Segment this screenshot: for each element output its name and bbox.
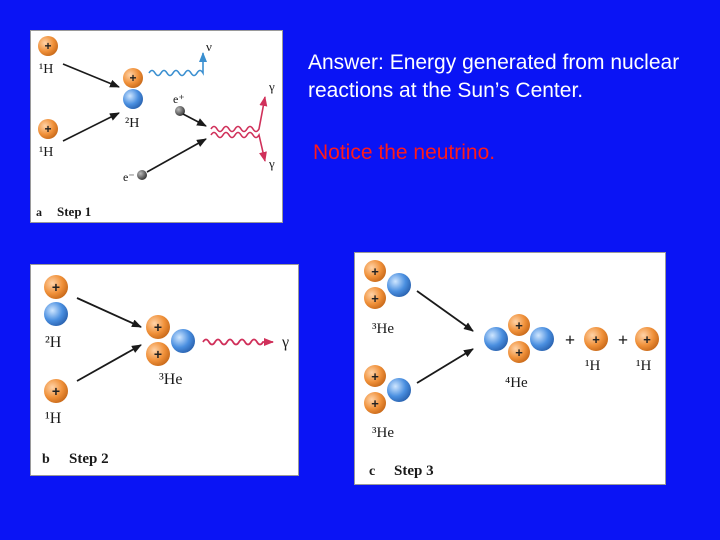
step2-diagram: + ²H + ¹H + + ³He γ b Step 2 bbox=[42, 275, 289, 467]
reaction-arrow bbox=[182, 113, 207, 127]
proton: + bbox=[44, 379, 68, 403]
neutrino-wave bbox=[148, 52, 207, 77]
step1-diagram: + ¹H + ¹H + ²H ν e⁺ e⁻ bbox=[36, 36, 275, 219]
deuterium-nucleus: + bbox=[123, 68, 143, 109]
positron bbox=[175, 106, 185, 116]
reaction-arrow bbox=[76, 344, 142, 382]
plus-sign: + bbox=[618, 330, 628, 350]
notice-text: Notice the neutrino. bbox=[313, 141, 496, 164]
helium-4-label: ⁴He bbox=[505, 375, 528, 391]
svg-text:+: + bbox=[515, 318, 523, 333]
hydrogen-1-label: ¹H bbox=[45, 410, 62, 427]
deuterium-label: ²H bbox=[45, 334, 62, 351]
gamma-ray-wave bbox=[202, 338, 274, 346]
caption-title: Step 3 bbox=[394, 463, 434, 479]
caption-title: Step 2 bbox=[69, 451, 109, 467]
svg-text:+: + bbox=[371, 369, 379, 384]
gamma-symbol: γ bbox=[281, 334, 289, 351]
helium-3-label: ³He bbox=[372, 321, 394, 337]
proton: + bbox=[38, 119, 58, 139]
svg-text:+: + bbox=[592, 332, 600, 347]
proton: + bbox=[584, 327, 608, 351]
answer-text: Answer: Energy generated from nuclear re… bbox=[308, 51, 680, 102]
svg-text:+: + bbox=[371, 396, 379, 411]
step3-diagram-panel: + + ³He + + ³He + + ⁴He + + bbox=[354, 252, 666, 485]
svg-text:+: + bbox=[129, 71, 136, 85]
caption-title: Step 1 bbox=[57, 204, 91, 219]
helium-3-label: ³He bbox=[372, 425, 394, 441]
svg-text:+: + bbox=[371, 264, 379, 279]
electron bbox=[137, 170, 147, 180]
helium-3-nucleus: + + bbox=[364, 365, 411, 414]
hydrogen-1-label: ¹H bbox=[636, 358, 651, 374]
reaction-arrow bbox=[416, 348, 474, 384]
reaction-arrow bbox=[62, 112, 120, 142]
hydrogen-1-label: ¹H bbox=[39, 145, 53, 160]
reaction-arrow bbox=[62, 63, 120, 88]
caption-letter: b bbox=[42, 452, 50, 467]
gamma-ray-wave bbox=[210, 96, 268, 133]
deuterium-label: ²H bbox=[125, 116, 139, 131]
plus-sign: + bbox=[565, 330, 575, 350]
reaction-arrow bbox=[416, 290, 474, 332]
proton: + bbox=[38, 36, 58, 56]
electron-label: e⁻ bbox=[123, 170, 135, 184]
reaction-arrow bbox=[76, 297, 142, 328]
svg-text:+: + bbox=[515, 345, 523, 360]
svg-text:+: + bbox=[643, 332, 651, 347]
gamma-symbol: γ bbox=[268, 79, 275, 94]
hydrogen-1-label: ¹H bbox=[585, 358, 600, 374]
caption-letter: a bbox=[36, 205, 42, 219]
svg-text:+: + bbox=[154, 346, 162, 362]
deuterium-nucleus: + bbox=[44, 275, 68, 326]
step3-diagram: + + ³He + + ³He + + ⁴He + + bbox=[364, 260, 659, 479]
helium-3-nucleus: + + bbox=[364, 260, 411, 309]
helium-3-nucleus: + + bbox=[146, 315, 195, 366]
proton: + bbox=[635, 327, 659, 351]
svg-text:+: + bbox=[52, 279, 60, 295]
helium-4-nucleus: + + bbox=[484, 314, 554, 363]
gamma-ray-wave bbox=[210, 131, 267, 162]
positron-label: e⁺ bbox=[173, 92, 185, 106]
svg-text:+: + bbox=[44, 39, 51, 53]
reaction-arrow bbox=[146, 138, 207, 173]
step2-diagram-panel: + ²H + ¹H + + ³He γ b Step 2 bbox=[30, 264, 299, 476]
svg-text:+: + bbox=[371, 291, 379, 306]
caption-letter: c bbox=[369, 464, 375, 479]
helium-3-label: ³He bbox=[159, 371, 182, 388]
gamma-symbol: γ bbox=[268, 156, 275, 171]
svg-text:+: + bbox=[52, 383, 60, 399]
svg-text:+: + bbox=[154, 319, 162, 335]
hydrogen-1-label: ¹H bbox=[39, 62, 53, 77]
svg-text:+: + bbox=[44, 122, 51, 136]
neutrino-symbol: ν bbox=[206, 39, 212, 54]
step1-diagram-panel: + ¹H + ¹H + ²H ν e⁺ e⁻ bbox=[30, 30, 283, 223]
